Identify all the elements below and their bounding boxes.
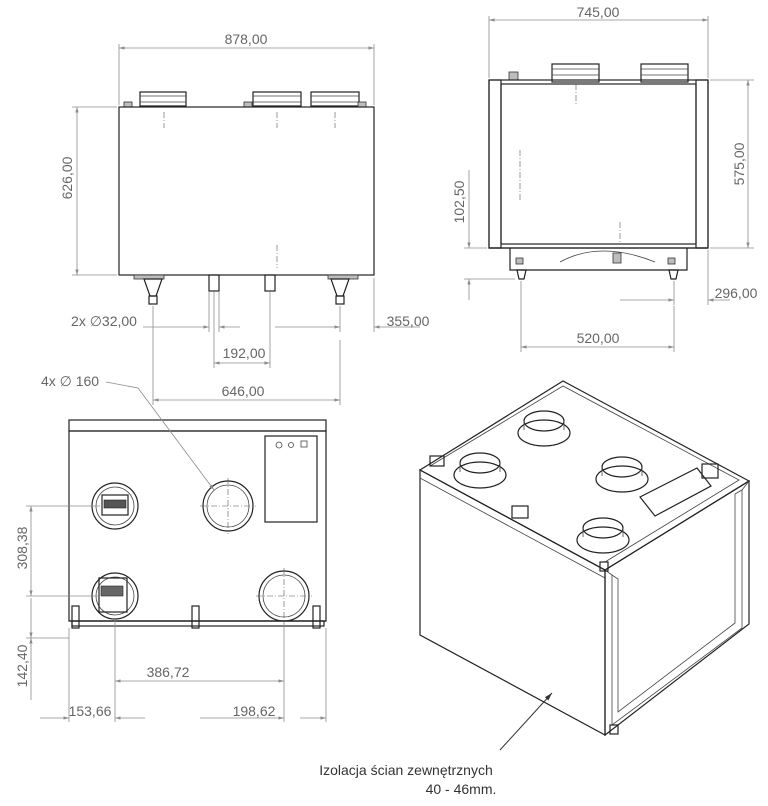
iso-duct-2 (517, 410, 571, 447)
latch-right (312, 605, 321, 629)
latch-middle (191, 605, 200, 629)
dim-left-offset: 153,66 (69, 703, 112, 719)
duct-bottom-right (256, 568, 312, 624)
side-base (509, 248, 688, 271)
dim-duct-diameter: 4x ∅ 160 (41, 373, 99, 389)
dim-side-height: 575,00 (731, 142, 747, 185)
control-panel (264, 435, 318, 523)
front-duct-collars (139, 91, 360, 107)
side-foot-left (516, 269, 527, 280)
drain-pipe-left (208, 274, 220, 292)
iso-duct-4 (576, 517, 630, 554)
insulation-note-line1: Izolacja ścian zewnętrznych (319, 762, 493, 778)
side-view: 745,00 575,00 102,50 296,00 520,00 (451, 4, 758, 352)
iso-control-panel (639, 467, 712, 517)
dim-side-offset: 355,00 (387, 313, 430, 329)
iso-latch-middle (511, 505, 529, 519)
iso-duct-1 (453, 452, 507, 489)
dim-drain-diameter: 2x ∅32,00 (71, 313, 137, 329)
dim-feet-spacing: 646,00 (222, 383, 265, 399)
dim-foot-offset: 296,00 (715, 285, 758, 301)
dim-duct-spacing: 386,72 (147, 664, 190, 680)
dim-drain-spacing: 192,00 (223, 345, 266, 361)
side-body (488, 79, 709, 249)
iso-latch-right (701, 463, 719, 479)
front-body (118, 106, 375, 276)
iso-latch-left (429, 455, 445, 467)
iso-right-face (604, 479, 750, 737)
duct-top-right (200, 478, 256, 534)
front-view: 878,00 626,00 2x ∅32,00 355,00 192,00 64… (59, 31, 430, 405)
insulation-note-line2: 40 - 46mm. (426, 781, 497, 797)
dim-front-height: 626,00 (59, 156, 75, 199)
front-foot-right (330, 278, 350, 297)
side-foot-right (668, 269, 679, 280)
dim-base-height: 102,50 (451, 180, 467, 223)
dim-side-feet-spacing: 520,00 (577, 330, 620, 346)
dim-row-spacing: 308,38 (14, 526, 30, 569)
iso-duct-3 (595, 456, 649, 493)
isometric-view (418, 380, 751, 751)
dim-right-offset: 198,62 (233, 703, 276, 719)
latch-left (71, 605, 80, 629)
dim-side-width: 745,00 (577, 4, 620, 20)
iso-top-face (418, 380, 751, 571)
drain-pipe-right (264, 274, 276, 292)
front-foot-left (143, 278, 163, 297)
dim-bottom-offset: 142,40 (14, 644, 30, 687)
top-view: 4x ∅ 160 308,38 142,40 386,72 153,66 198… (14, 373, 327, 722)
dim-front-width: 878,00 (225, 31, 268, 47)
